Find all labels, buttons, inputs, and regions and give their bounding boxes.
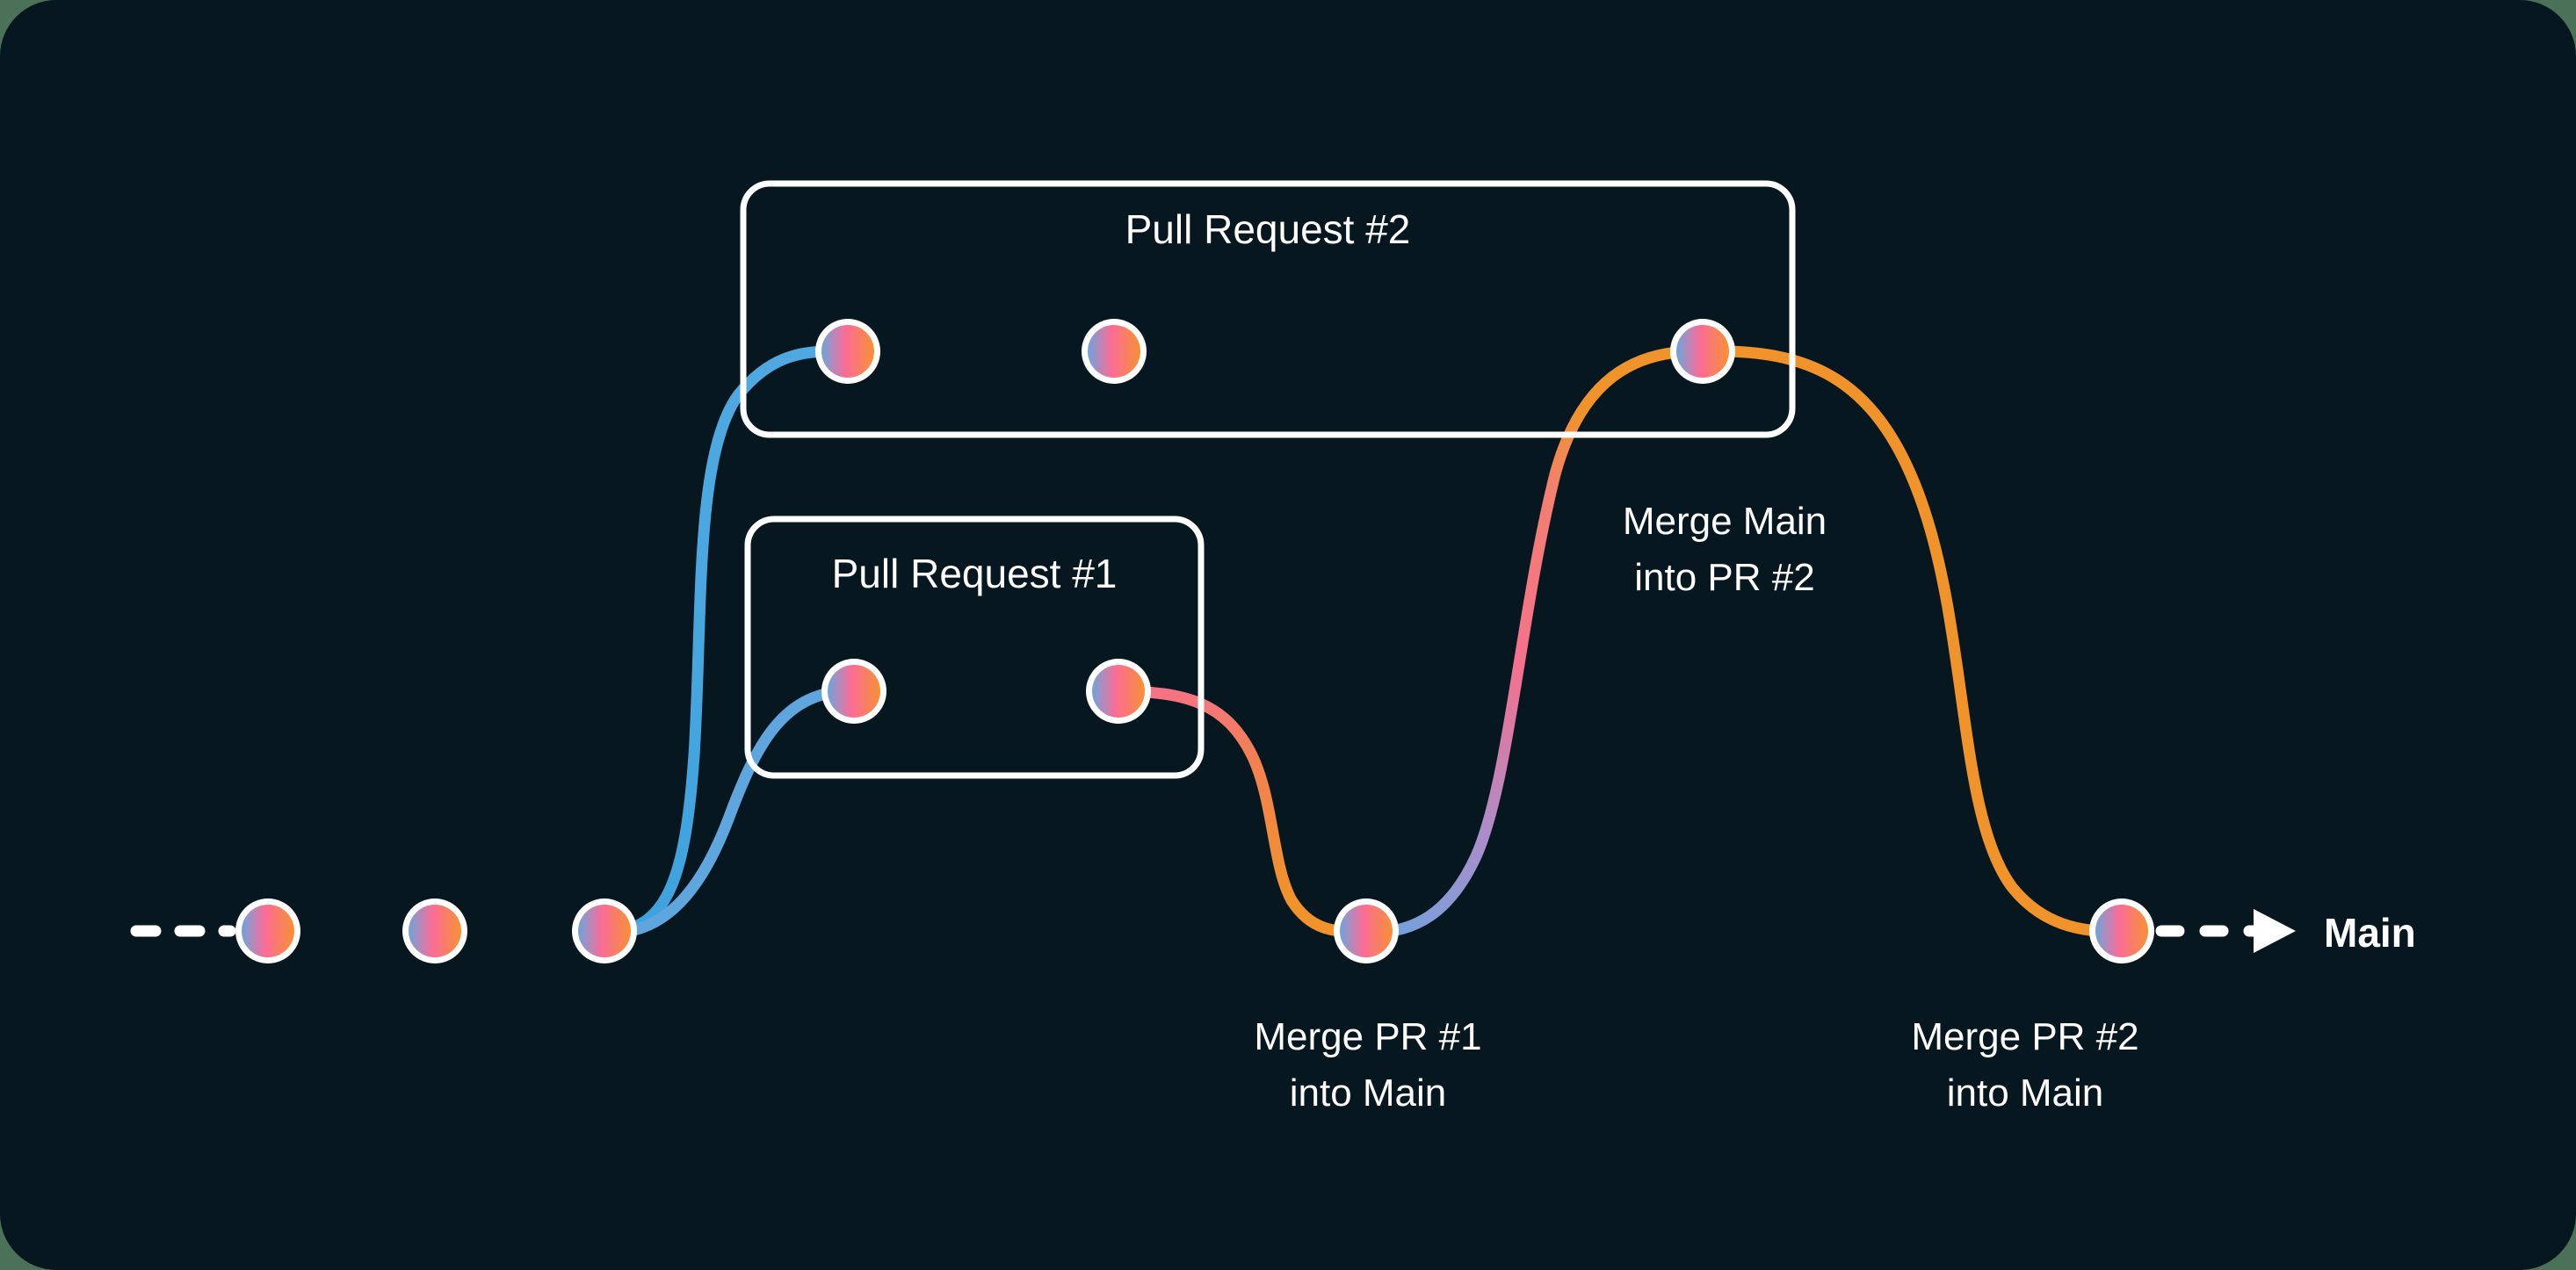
merge-pr1-into-main-curve: [1110, 685, 1366, 938]
commit-main-2[interactable]: [402, 898, 467, 963]
pull-request-1-box[interactable]: Pull Request #1: [744, 516, 1205, 779]
note-merge-pr2-into-main-line-2: into Main: [1947, 1072, 2104, 1115]
commit-merge-pr2-into-main[interactable]: [2089, 898, 2154, 963]
commit-pr2-3-merge-main[interactable]: [1670, 319, 1735, 384]
pull-request-2-box-label: Pull Request #2: [1125, 206, 1411, 252]
note-merge-main-into-pr2: Merge Main into PR #2: [1623, 500, 1827, 599]
pull-request-2-box[interactable]: Pull Request #2: [740, 180, 1796, 438]
note-merge-pr2-into-main: Merge PR #2 into Main: [1911, 1015, 2138, 1115]
trailing-arrow: [2155, 909, 2296, 953]
branch-curve-to-pr2: [600, 345, 845, 939]
note-merge-pr2-into-main-line-1: Merge PR #2: [1911, 1015, 2138, 1058]
note-merge-pr1-into-main-line-1: Merge PR #1: [1254, 1015, 1481, 1058]
commit-main-3-branch-point[interactable]: [572, 898, 637, 963]
commit-pr2-1[interactable]: [815, 319, 880, 384]
note-merge-main-into-pr2-line-2: into PR #2: [1634, 556, 1814, 599]
commit-pr2-2[interactable]: [1082, 319, 1147, 384]
merge-main-into-pr2-curve: [1364, 345, 1702, 939]
commit-main-1[interactable]: [235, 898, 300, 963]
commit-pr1-2[interactable]: [1086, 659, 1151, 724]
commit-merge-pr1-into-main[interactable]: [1334, 898, 1399, 963]
note-merge-pr1-into-main-line-2: into Main: [1290, 1072, 1447, 1115]
merge-pr2-into-main-curve: [1703, 345, 2132, 938]
note-merge-main-into-pr2-line-1: Merge Main: [1623, 500, 1827, 543]
commit-pr1-1[interactable]: [821, 659, 886, 724]
pull-request-1-box-label: Pull Request #1: [832, 551, 1118, 596]
main-branch-label: Main: [2324, 910, 2416, 956]
note-merge-pr1-into-main: Merge PR #1 into Main: [1254, 1015, 1481, 1115]
branch-curve-to-pr1: [609, 685, 851, 939]
